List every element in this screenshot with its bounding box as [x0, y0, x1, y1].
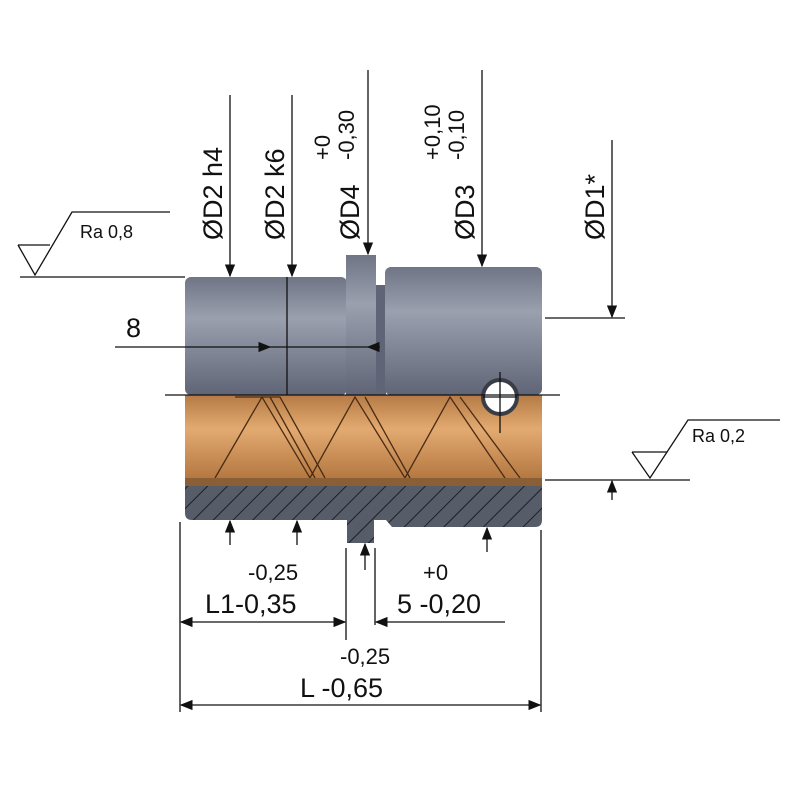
l-label: L -0,65 — [300, 673, 383, 703]
d2-h4-label: ØD2 h4 — [198, 147, 228, 240]
d4-label: ØD4 — [335, 184, 365, 240]
dim-8-label: 8 — [126, 313, 141, 343]
d3-label: ØD3 — [450, 184, 480, 240]
five-tol-upper: +0 — [423, 560, 448, 585]
l-tol-upper: -0,25 — [340, 644, 390, 669]
five-label: 5 -0,20 — [397, 589, 481, 619]
d4-tol-upper: +0 — [310, 135, 335, 160]
ra-right-label: Ra 0,2 — [692, 426, 745, 446]
steel-shell — [185, 255, 542, 395]
lube-hole — [481, 372, 519, 433]
d4-tol-lower: -0,30 — [334, 110, 359, 160]
roughness-symbol-right: Ra 0,2 — [631, 419, 780, 480]
ra-top-label: Ra 0,8 — [80, 222, 133, 242]
l1-label: L1-0,35 — [205, 589, 297, 619]
d3-tol-lower: -0,10 — [444, 110, 469, 160]
bronze-liner — [185, 395, 542, 486]
roughness-symbol-top: Ra 0,8 — [17, 211, 185, 278]
collar — [346, 255, 376, 395]
d3-tol-upper: +0,10 — [420, 104, 445, 160]
right-body — [385, 267, 542, 395]
groove — [376, 285, 386, 395]
d1-label: ØD1* — [580, 173, 610, 240]
left-sleeve — [185, 277, 347, 395]
d2-k6-label: ØD2 k6 — [260, 148, 290, 240]
hatched-section — [185, 486, 542, 543]
l1-tol-upper: -0,25 — [248, 560, 298, 585]
